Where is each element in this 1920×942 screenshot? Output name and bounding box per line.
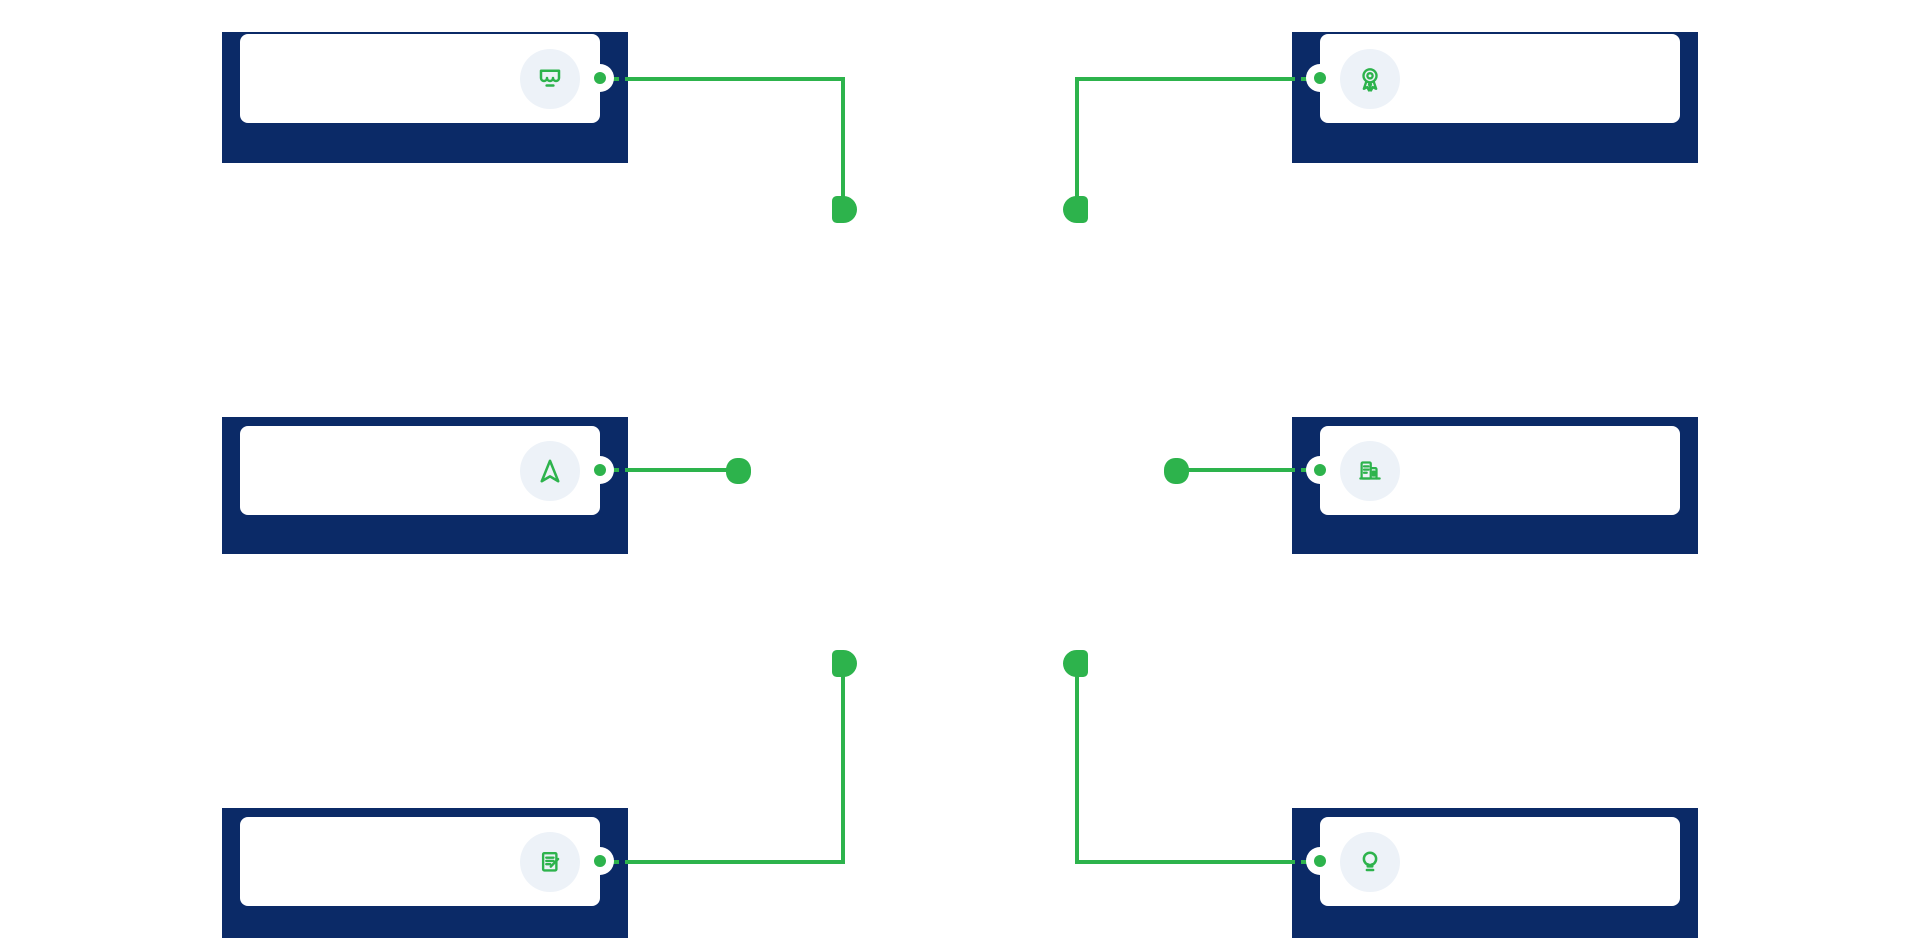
icon-circle bbox=[1340, 48, 1400, 109]
connector-line bbox=[1075, 77, 1079, 201]
feature-card-middle-right bbox=[1320, 426, 1680, 515]
connector-dot bbox=[594, 464, 606, 476]
connector-dot bbox=[1314, 464, 1326, 476]
storefront-icon bbox=[539, 69, 561, 87]
connector-dash bbox=[613, 860, 619, 864]
connector-line bbox=[625, 860, 845, 864]
connector-node bbox=[586, 847, 614, 875]
document-edit-icon bbox=[541, 851, 560, 872]
connector-endpoint bbox=[832, 650, 857, 677]
connector-node bbox=[586, 456, 614, 484]
connector-endpoint bbox=[1063, 650, 1088, 677]
connector-dot bbox=[594, 855, 606, 867]
connector-line bbox=[841, 77, 845, 201]
connector-endpoint bbox=[832, 196, 857, 223]
feature-card-bottom-left bbox=[240, 817, 600, 906]
connector-line bbox=[625, 77, 845, 81]
connector-node bbox=[1306, 847, 1334, 875]
connector-endpoint bbox=[726, 458, 751, 484]
connector-node bbox=[1306, 456, 1334, 484]
feature-card-bottom-right bbox=[1320, 817, 1680, 906]
connector-line bbox=[1075, 77, 1295, 81]
connector-dot bbox=[1314, 855, 1326, 867]
connector-dash bbox=[613, 77, 619, 81]
lightbulb-icon bbox=[1362, 850, 1378, 871]
connector-dash bbox=[613, 468, 619, 472]
feature-card-top-right bbox=[1320, 34, 1680, 123]
connector-line bbox=[1075, 674, 1079, 862]
connector-endpoint bbox=[1063, 196, 1088, 223]
connector-line bbox=[841, 674, 845, 862]
feature-card-top-left bbox=[240, 34, 600, 123]
icon-circle bbox=[520, 48, 580, 109]
connector-dash bbox=[1301, 77, 1307, 81]
icon-circle bbox=[1340, 831, 1400, 892]
office-building-icon bbox=[1359, 460, 1381, 480]
connector-node bbox=[1306, 64, 1334, 92]
connector-dash bbox=[1301, 860, 1307, 864]
icon-circle bbox=[1340, 440, 1400, 501]
connector-line bbox=[1075, 860, 1295, 864]
icon-circle bbox=[520, 831, 580, 892]
feature-card-middle-left bbox=[240, 426, 600, 515]
connector-node bbox=[586, 64, 614, 92]
icon-circle bbox=[520, 440, 580, 501]
connector-dot bbox=[1314, 72, 1326, 84]
connector-line bbox=[625, 468, 729, 472]
connector-line bbox=[1188, 468, 1295, 472]
connector-dot bbox=[594, 72, 606, 84]
connector-endpoint bbox=[1164, 458, 1189, 484]
navigation-arrow-icon bbox=[540, 459, 560, 482]
award-ribbon-icon bbox=[1362, 67, 1378, 92]
connector-dash bbox=[1301, 468, 1307, 472]
